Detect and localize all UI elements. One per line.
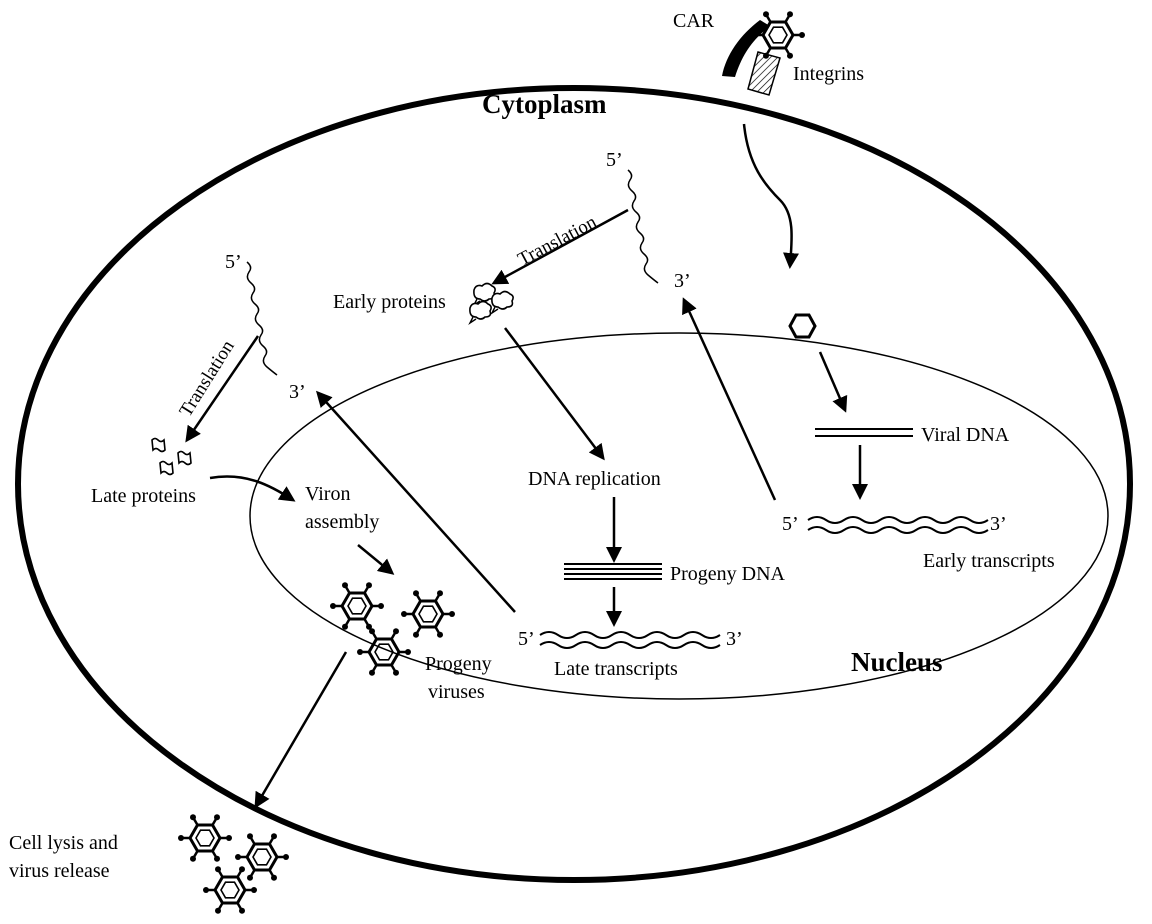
five-prime-label: 5’	[225, 251, 242, 273]
arrow-icon	[504, 327, 605, 461]
five-prime-label: 5’	[782, 513, 799, 535]
nuclear-envelope	[249, 332, 1109, 700]
early-protein-icon	[469, 282, 514, 324]
arrow-icon	[209, 475, 296, 502]
integrins-label: Integrins	[793, 63, 864, 85]
cell-membrane	[15, 85, 1133, 883]
late-proteins-label: Late proteins	[91, 485, 196, 507]
viral-dna-label: Viral DNA	[921, 424, 1010, 446]
late-mrna-strand	[246, 261, 278, 376]
early-transcripts-strands	[807, 516, 989, 534]
late-transcripts-label: Late transcripts	[554, 658, 678, 680]
progeny-viruses-label-2: viruses	[428, 681, 485, 703]
dna-replication-label: DNA replication	[528, 468, 661, 490]
entry-arrow-icon	[742, 123, 799, 269]
cell-lysis-label-1: Cell lysis and	[9, 832, 118, 854]
arrow-icon	[185, 335, 260, 443]
viral-dna-icon	[815, 428, 913, 437]
arrow-icon	[491, 208, 629, 285]
translation-label-early: Translation	[514, 211, 600, 270]
arrow-icon	[357, 544, 395, 575]
arrow-icon	[315, 390, 516, 613]
arrow-icon	[682, 297, 777, 501]
viron-assembly-label-2: assembly	[305, 511, 379, 533]
late-transcripts-strands	[539, 631, 721, 649]
released-virus-icons	[176, 812, 291, 916]
early-proteins-label: Early proteins	[333, 291, 446, 313]
three-prime-label: 3’	[674, 270, 691, 292]
viral-core-icon	[788, 313, 817, 339]
cell-lysis-label-2: virus release	[9, 860, 110, 882]
late-protein-icon	[151, 437, 192, 476]
progeny-viruses-label-1: Progeny	[425, 653, 492, 675]
three-prime-label: 3’	[990, 513, 1007, 535]
five-prime-label: 5’	[606, 149, 623, 171]
progeny-dna-icon	[564, 563, 662, 580]
integrin-receptor-icon	[747, 51, 781, 96]
progeny-dna-label: Progeny DNA	[670, 563, 786, 585]
arrow-icon	[254, 651, 348, 809]
early-mrna-strand	[627, 169, 659, 284]
cytoplasm-label: Cytoplasm	[482, 89, 607, 119]
viron-assembly-label-1: Viron	[305, 483, 350, 505]
nucleus-label: Nucleus	[851, 647, 943, 677]
three-prime-label: 3’	[289, 381, 306, 403]
arrow-icon	[818, 351, 848, 413]
early-transcripts-label: Early transcripts	[923, 550, 1055, 572]
five-prime-label: 5’	[518, 628, 535, 650]
car-label: CAR	[673, 10, 715, 32]
three-prime-label: 3’	[726, 628, 743, 650]
